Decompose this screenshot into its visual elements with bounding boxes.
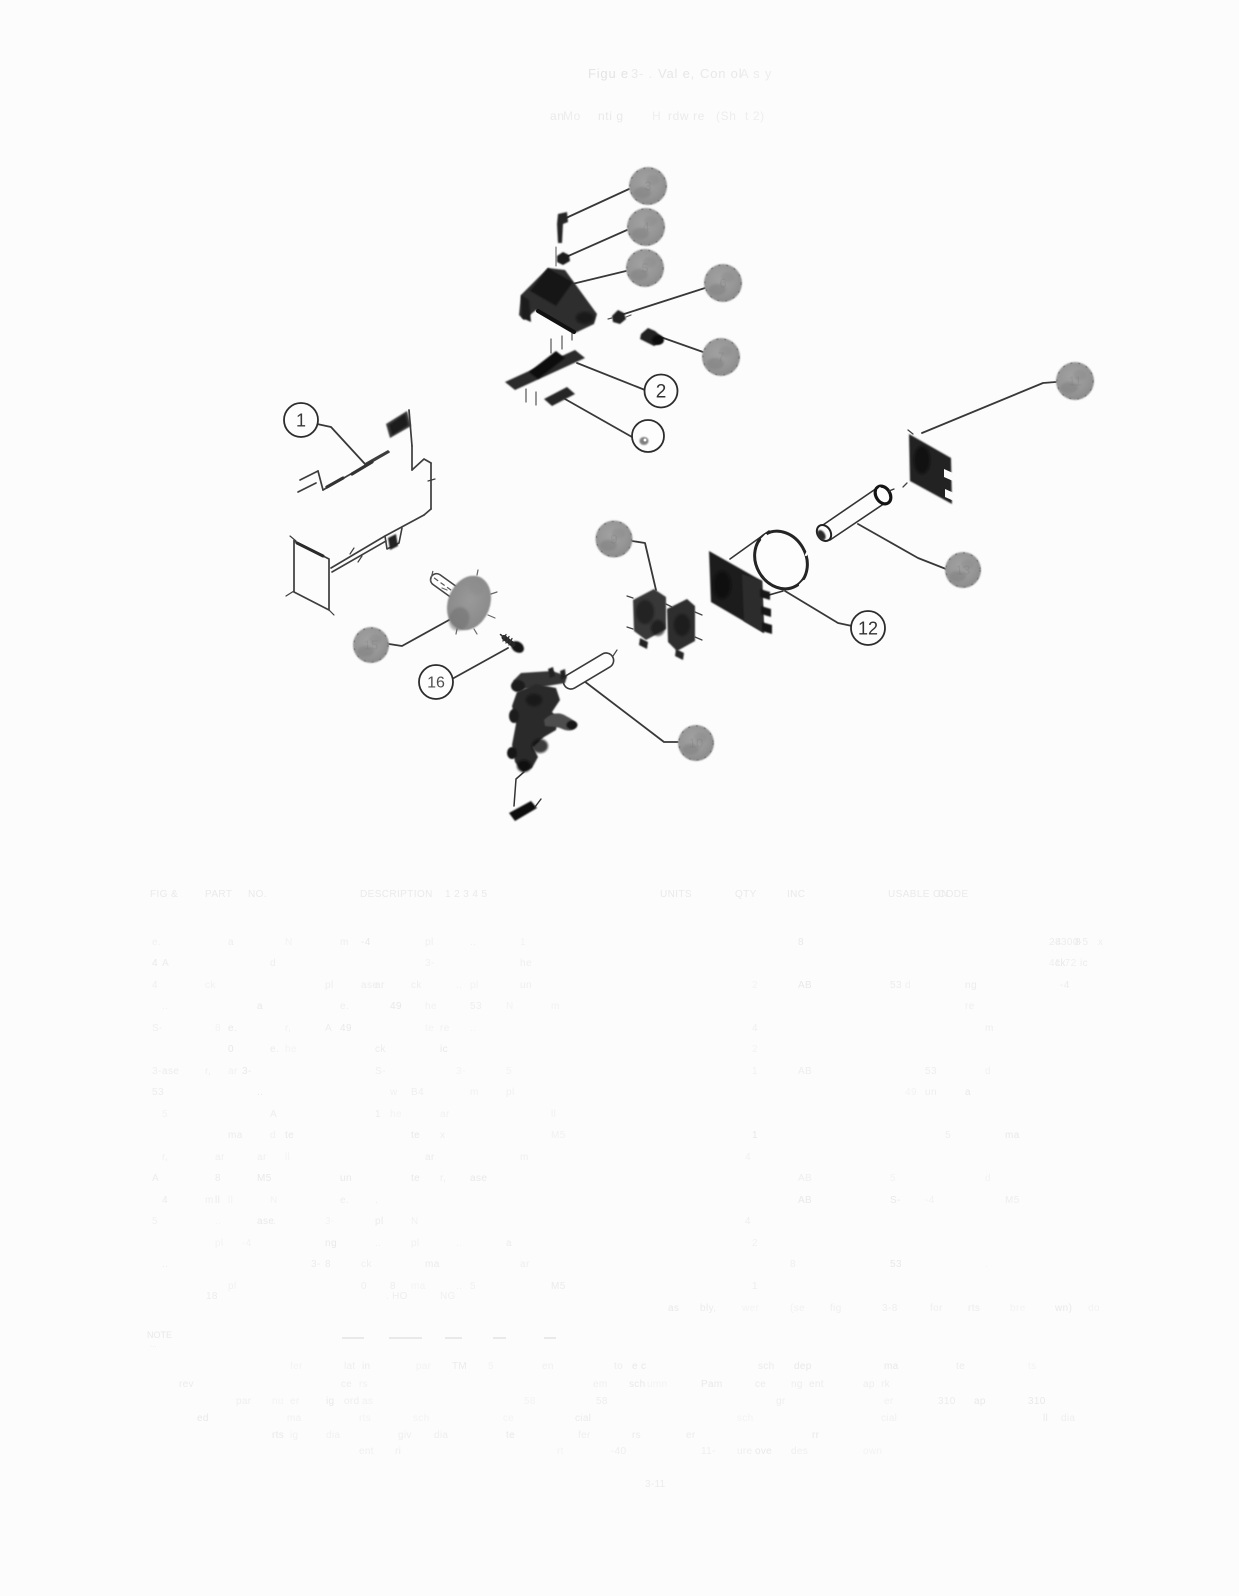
svg-text:13: 13 — [956, 563, 970, 578]
svg-text:15: 15 — [364, 638, 378, 653]
svg-text:10: 10 — [689, 736, 703, 751]
svg-text:5: 5 — [641, 261, 648, 276]
svg-text:7: 7 — [717, 350, 724, 365]
svg-text:6: 6 — [719, 276, 726, 291]
svg-text:3: 3 — [644, 179, 651, 194]
svg-text:12: 12 — [858, 618, 878, 638]
svg-text:2: 2 — [656, 382, 667, 403]
svg-text:16: 16 — [427, 675, 445, 692]
svg-text:9: 9 — [610, 532, 617, 547]
svg-text:1: 1 — [296, 410, 306, 430]
svg-text:11: 11 — [1068, 374, 1082, 389]
svg-text:4: 4 — [642, 220, 649, 235]
